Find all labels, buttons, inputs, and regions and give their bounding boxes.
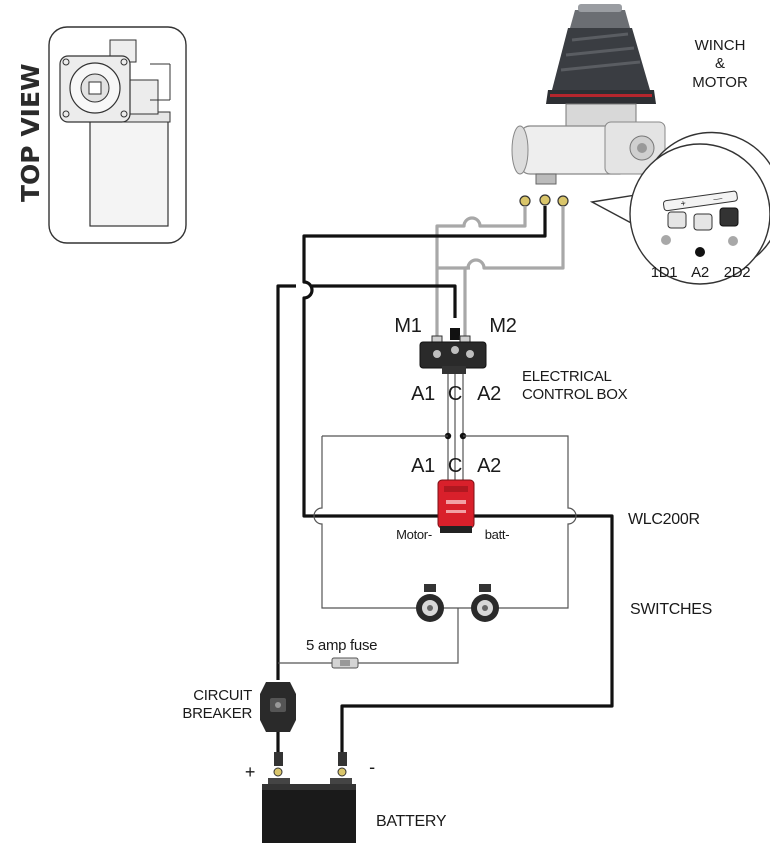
top-view-label: TOP VIEW [16, 63, 45, 202]
battery-label: BATTERY [376, 813, 447, 830]
svg-text:+: + [680, 198, 687, 209]
control-box-a2: A2 [477, 383, 501, 405]
breaker-label-line1: CIRCUIT [193, 687, 252, 704]
control-box-a1: A1 [411, 383, 435, 405]
wires [276, 206, 614, 760]
wire-black-c [312, 284, 457, 318]
wlc-c: C [448, 455, 462, 477]
battery-minus: - [369, 757, 375, 777]
winch-label-line3: MOTOR [692, 74, 748, 91]
breaker-label-line2: BREAKER [182, 705, 252, 722]
wire-black-batt-neg [340, 514, 614, 760]
electrical-control-box [419, 328, 487, 374]
svg-text:—: — [713, 193, 723, 204]
callout-terminal-2d2: 2D2 [724, 264, 751, 281]
wire-gray-m1 [435, 206, 527, 340]
control-box-c: C [448, 383, 462, 405]
fuse-icon [331, 657, 359, 669]
winch-icon [511, 4, 666, 185]
circuit-breaker-icon [260, 682, 296, 732]
control-box-m1: M1 [394, 315, 421, 337]
winch-label-line1: WINCH [695, 37, 746, 54]
wlc-a2: A2 [477, 455, 501, 477]
switch-left-icon [416, 584, 444, 622]
wlc-motor-minus: Motor- [396, 527, 432, 542]
battery-plus: + [245, 762, 255, 782]
wlc-batt-minus: batt- [485, 527, 510, 542]
wlc-label: WLC200R [628, 511, 700, 528]
callout-terminal-1d1: 1D1 [651, 264, 678, 281]
terminal-callout: + — 1D1 A2 2D2 [589, 131, 770, 285]
switch-right-icon [471, 584, 499, 622]
top-view-motor-icon [59, 39, 171, 227]
control-box-label-line2: CONTROL BOX [522, 386, 628, 403]
battery-icon [262, 752, 356, 843]
fuse-label: 5 amp fuse [306, 637, 377, 654]
callout-terminal-a2: A2 [691, 264, 709, 281]
wire-black-a2 [302, 206, 580, 518]
top-view-panel: TOP VIEW [16, 26, 187, 244]
control-box-m2: M2 [489, 315, 516, 337]
motor-terminal-lugs [519, 194, 569, 207]
winch-label-line2: & [715, 55, 725, 72]
wlc200r-unit [437, 479, 475, 533]
control-box-label-line1: ELECTRICAL [522, 368, 612, 385]
switches-label: SWITCHES [630, 601, 712, 618]
wlc-a1: A1 [411, 455, 435, 477]
